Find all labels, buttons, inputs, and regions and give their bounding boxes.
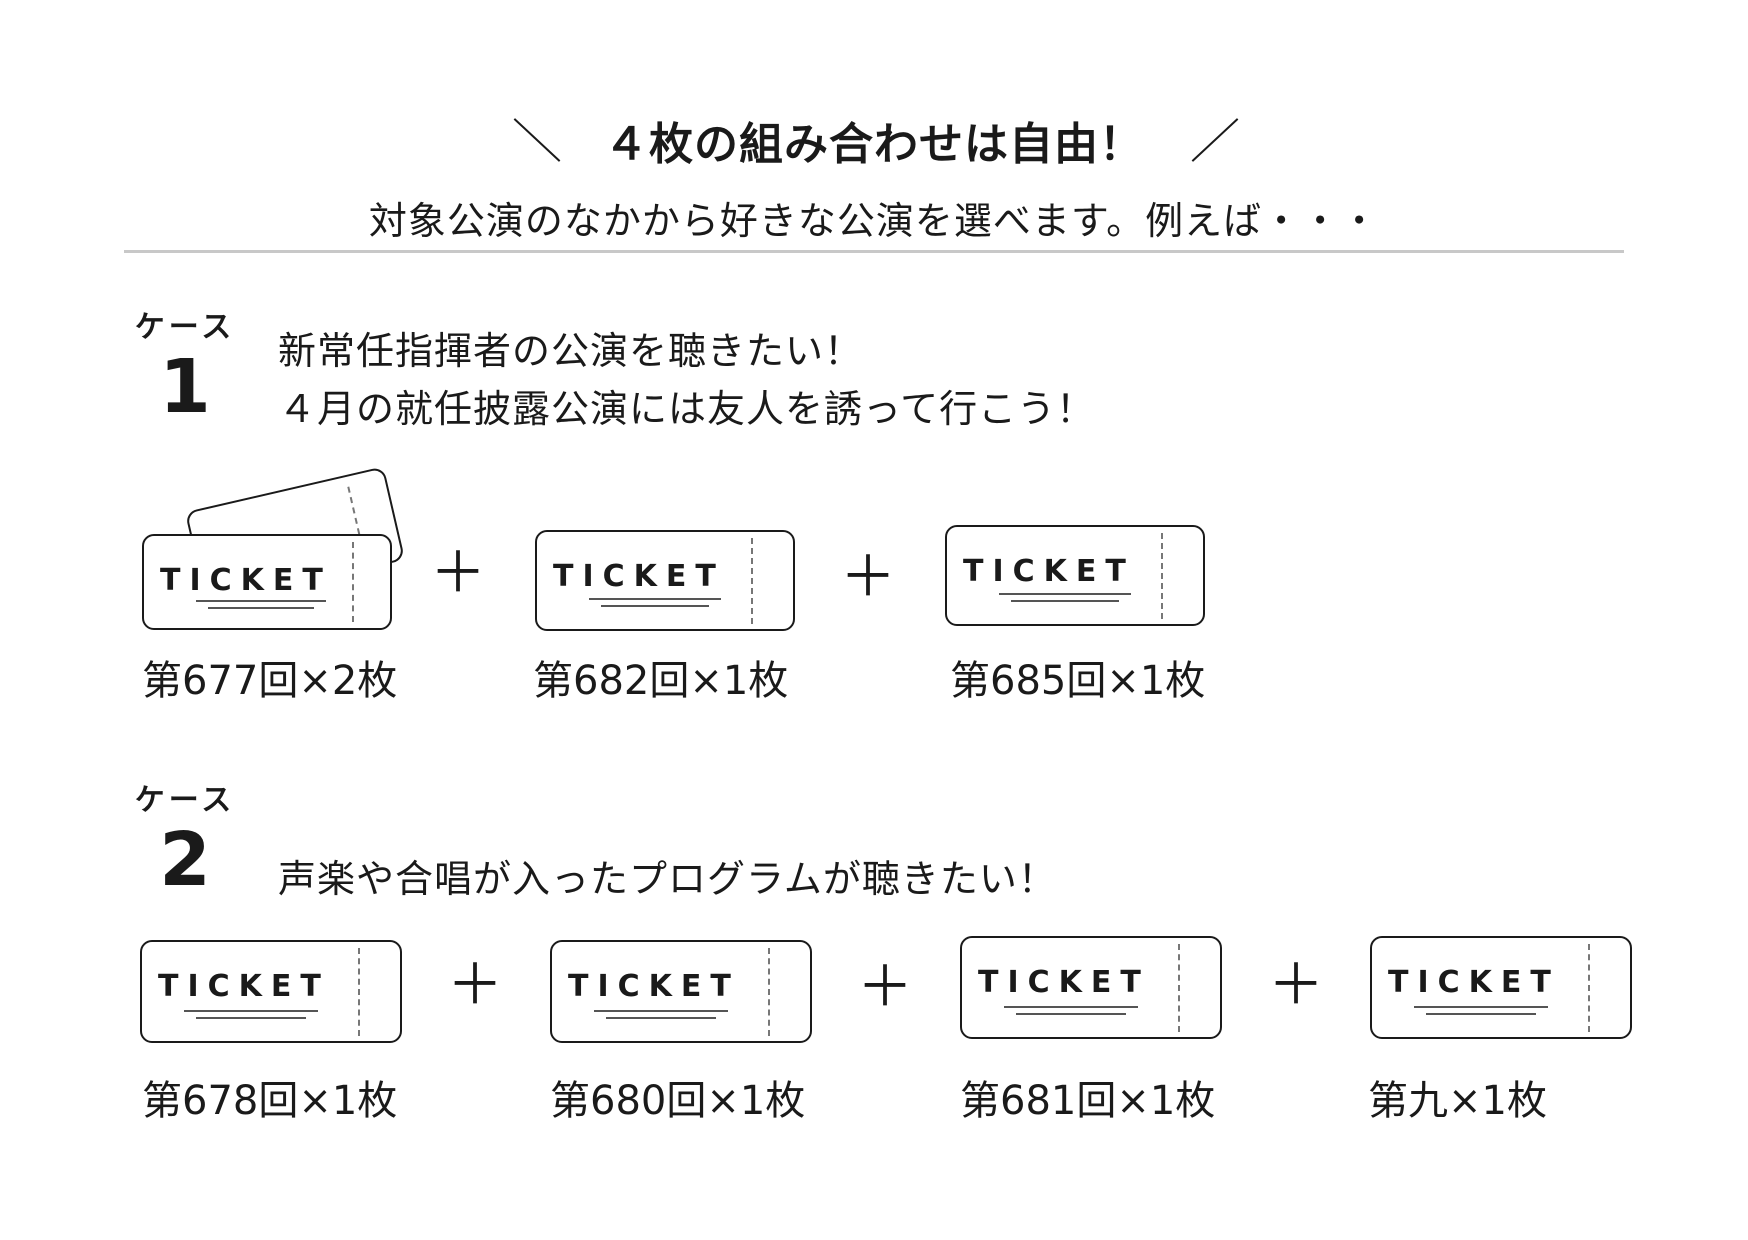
ticket-label: 第685回×1枚 xyxy=(950,658,1206,704)
ticket-icon: TICKET xyxy=(960,936,1222,1039)
ticket-label: 第680回×1枚 xyxy=(550,1078,806,1124)
ticket-label: 第681回×1枚 xyxy=(960,1078,1216,1124)
divider xyxy=(124,250,1624,253)
ticket-word: TICKET xyxy=(978,965,1150,1000)
case-word: ケース xyxy=(134,783,236,818)
case-number: 1 xyxy=(159,344,211,430)
case-1-line-2: ４月の就任披露公演には友人を誘って行こう！ xyxy=(278,387,1096,431)
ticket-icon: TICKET xyxy=(535,530,795,631)
slash-left-decoration xyxy=(510,115,560,165)
ticket-label: 第九×1枚 xyxy=(1368,1078,1547,1124)
ticket-word: TICKET xyxy=(1388,965,1560,1000)
ticket-icon: TICKET xyxy=(550,940,812,1043)
case-number: 2 xyxy=(159,817,211,903)
case-2-line-1: 声楽や合唱が入ったプログラムが聴きたい！ xyxy=(278,857,1057,901)
slash-right-decoration xyxy=(1188,115,1238,165)
case-1-line-1: 新常任指揮者の公演を聴きたい！ xyxy=(278,329,864,373)
case-word: ケース xyxy=(134,310,236,345)
plus-sign: ＋ xyxy=(1268,953,1324,1018)
case-2-badge: ケース 2 xyxy=(120,775,250,897)
ticket-word: TICKET xyxy=(160,563,332,598)
headline-text: ４枚の組み合わせは自由！ xyxy=(604,119,1144,170)
ticket-label: 第682回×1枚 xyxy=(533,658,789,704)
ticket-icon: TICKET xyxy=(945,525,1205,626)
plus-sign: ＋ xyxy=(840,545,896,610)
plus-sign: ＋ xyxy=(857,955,913,1020)
ticket-word: TICKET xyxy=(963,554,1135,589)
ticket-word: TICKET xyxy=(158,969,330,1004)
ticket-icon: TICKET xyxy=(142,534,392,630)
ticket-word: TICKET xyxy=(568,969,740,1004)
ticket-word: TICKET xyxy=(553,559,725,594)
subtitle: 対象公演のなかから好きな公演を選べます。例えば・・・ xyxy=(368,199,1380,243)
plus-sign: ＋ xyxy=(447,953,503,1018)
case-1-badge: ケース 1 xyxy=(120,302,250,424)
ticket-label: 第677回×2枚 xyxy=(142,658,398,704)
ticket-icon: TICKET xyxy=(140,940,402,1043)
headline: ４枚の組み合わせは自由！ xyxy=(0,110,1748,170)
ticket-icon: TICKET xyxy=(1370,936,1632,1039)
ticket-label: 第678回×1枚 xyxy=(142,1078,398,1124)
plus-sign: ＋ xyxy=(430,541,486,606)
